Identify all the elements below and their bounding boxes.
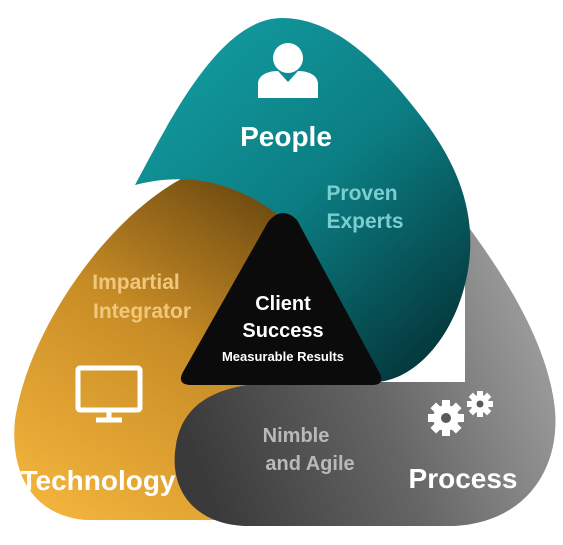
center-line3: Measurable Results (222, 349, 344, 364)
gears-icon (428, 391, 493, 436)
technology-caption-line2: Integrator (93, 300, 191, 323)
person-icon (258, 43, 318, 98)
people-caption-line1: Proven (326, 182, 397, 205)
process-title: Process (409, 463, 518, 494)
process-caption-line1: Nimble (263, 425, 330, 447)
people-title: People (240, 121, 332, 152)
technology-title: Technology (20, 465, 175, 496)
people-caption-line2: Experts (326, 210, 403, 233)
center-triangle (180, 212, 382, 385)
process-lobe (174, 222, 556, 526)
center-line1: Client (255, 293, 311, 315)
center-line2: Success (242, 320, 323, 342)
process-caption-line2: and Agile (265, 453, 354, 475)
technology-caption-line1: Impartial (92, 271, 180, 294)
people-lobe (135, 18, 471, 382)
monitor-icon (75, 365, 143, 423)
